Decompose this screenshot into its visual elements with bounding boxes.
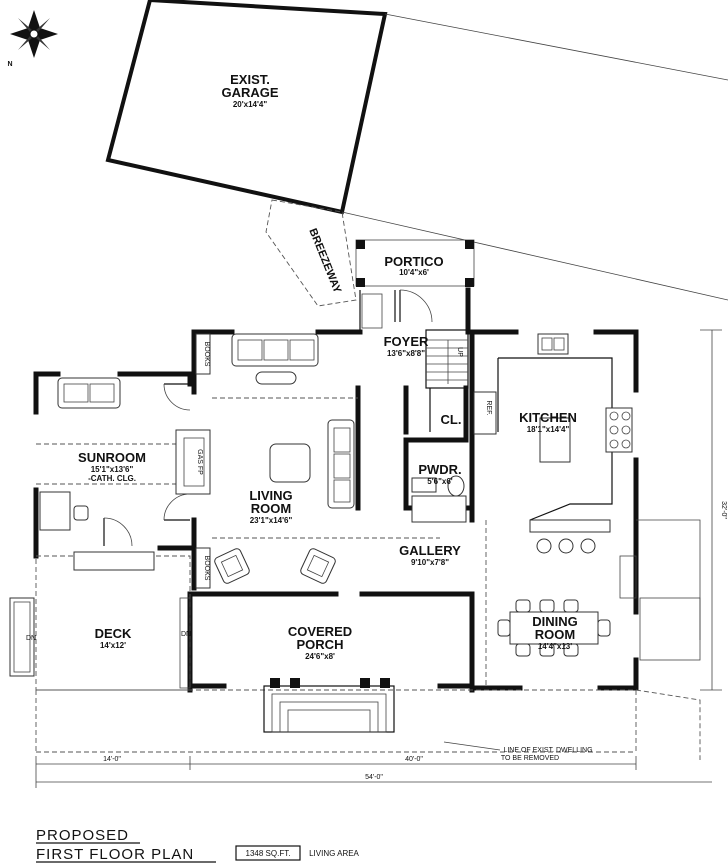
garage-name-2: GARAGE [221,85,278,100]
gallery-name: GALLERY [399,543,461,558]
stairs [361,293,469,389]
line-note-2: TO BE REMOVED [501,755,559,762]
portico-name: PORTICO [384,254,443,269]
dining-name-2: ROOM [535,627,575,642]
powder-size: 5'6"x6' [427,477,452,486]
powder-name: PWDR. [418,462,461,477]
foyer-door [399,289,433,323]
porch-dn [179,597,191,689]
gallery-size: 9'10"x7'8" [411,558,449,567]
plan-title-line1: PROPOSED [36,827,129,844]
bookcase-lower [195,547,211,589]
front-steps [263,678,395,733]
breezeway-name: BREEZEWAY [306,227,343,296]
stair-up-label: UP [456,347,463,357]
powder-fixtures [411,475,467,523]
right-exterior [619,519,701,661]
svg-text:N: N [7,61,12,68]
deck-dn-label: DN [26,635,36,642]
living-size: 23'1"x14'6" [250,516,293,525]
coffee-table [269,443,311,483]
sunroom-size: 15'1"x13'6" [91,465,134,474]
deck-steps [9,597,35,677]
foyer-size: 13'6"x8'8" [387,349,425,358]
sunroom-name: SUNROOM [78,450,146,465]
garage-name-1: EXIST. [230,72,270,87]
portico-size: 10'4"x6' [399,268,429,277]
dining-name-1: DINING [532,614,578,629]
area-label: LIVING AREA [309,849,359,858]
porch-name-2: PORCH [297,637,344,652]
compass-icon: N [7,10,58,68]
portico [355,239,475,287]
sunroom-note: -CATH. CLG. [88,474,136,483]
dining-size: 14'4"x13' [538,642,572,651]
area-value: 1348 SQ.FT. [246,849,291,858]
kitchen-size: 18'1"x14'4" [527,425,570,434]
sunroom-door-lower [163,493,191,521]
deck-name: DECK [95,626,132,641]
living-name-1: LIVING [249,488,292,503]
kitchen-counter [473,333,633,554]
breezeway [265,199,357,307]
living-name-2: ROOM [251,501,291,516]
plan-title-line2: FIRST FLOOR PLAN [36,846,194,863]
living-couch-side [327,419,355,509]
closet-name: CL. [441,412,462,427]
armchair-left [214,548,250,584]
porch-dn-label: DN [181,631,191,638]
coffee-ottoman [255,371,297,385]
sunroom-window-seat [73,551,155,571]
porch-name-1: COVERED [288,624,352,639]
books-upper-label: BOOKS [203,342,210,367]
ref-label: REF. [485,400,492,415]
sunroom-desk [39,491,89,531]
dim-right: 40'-0" [405,756,423,763]
line-note-1: LINE OF EXIST. DWELLING [503,747,592,754]
garage-size: 20'x14'4" [233,100,268,109]
dim-depth: 32'-0" [720,501,727,519]
dim-overall: 54'-0" [365,774,383,781]
deck-size: 14'x12' [100,641,126,650]
deck-door [103,517,133,547]
living-sofa [231,333,319,367]
dim-left: 14'-0" [103,756,121,763]
dining-table [497,599,611,657]
bookcase-upper [195,333,211,375]
gas-fp-label: GAS FP [196,449,203,475]
dimension-lines [35,329,722,788]
porch-size: 24'6"x8' [305,652,335,661]
house-walls [33,287,639,693]
fireplace [175,429,211,495]
area-box [235,845,301,861]
existing-garage [105,0,728,301]
foyer-name: FOYER [384,334,429,349]
sunroom-sofa [57,377,121,409]
sunroom-door-upper [163,383,191,411]
books-lower-label: BOOKS [203,556,210,581]
armchair-right [300,548,336,584]
kitchen-name: KITCHEN [519,410,577,425]
